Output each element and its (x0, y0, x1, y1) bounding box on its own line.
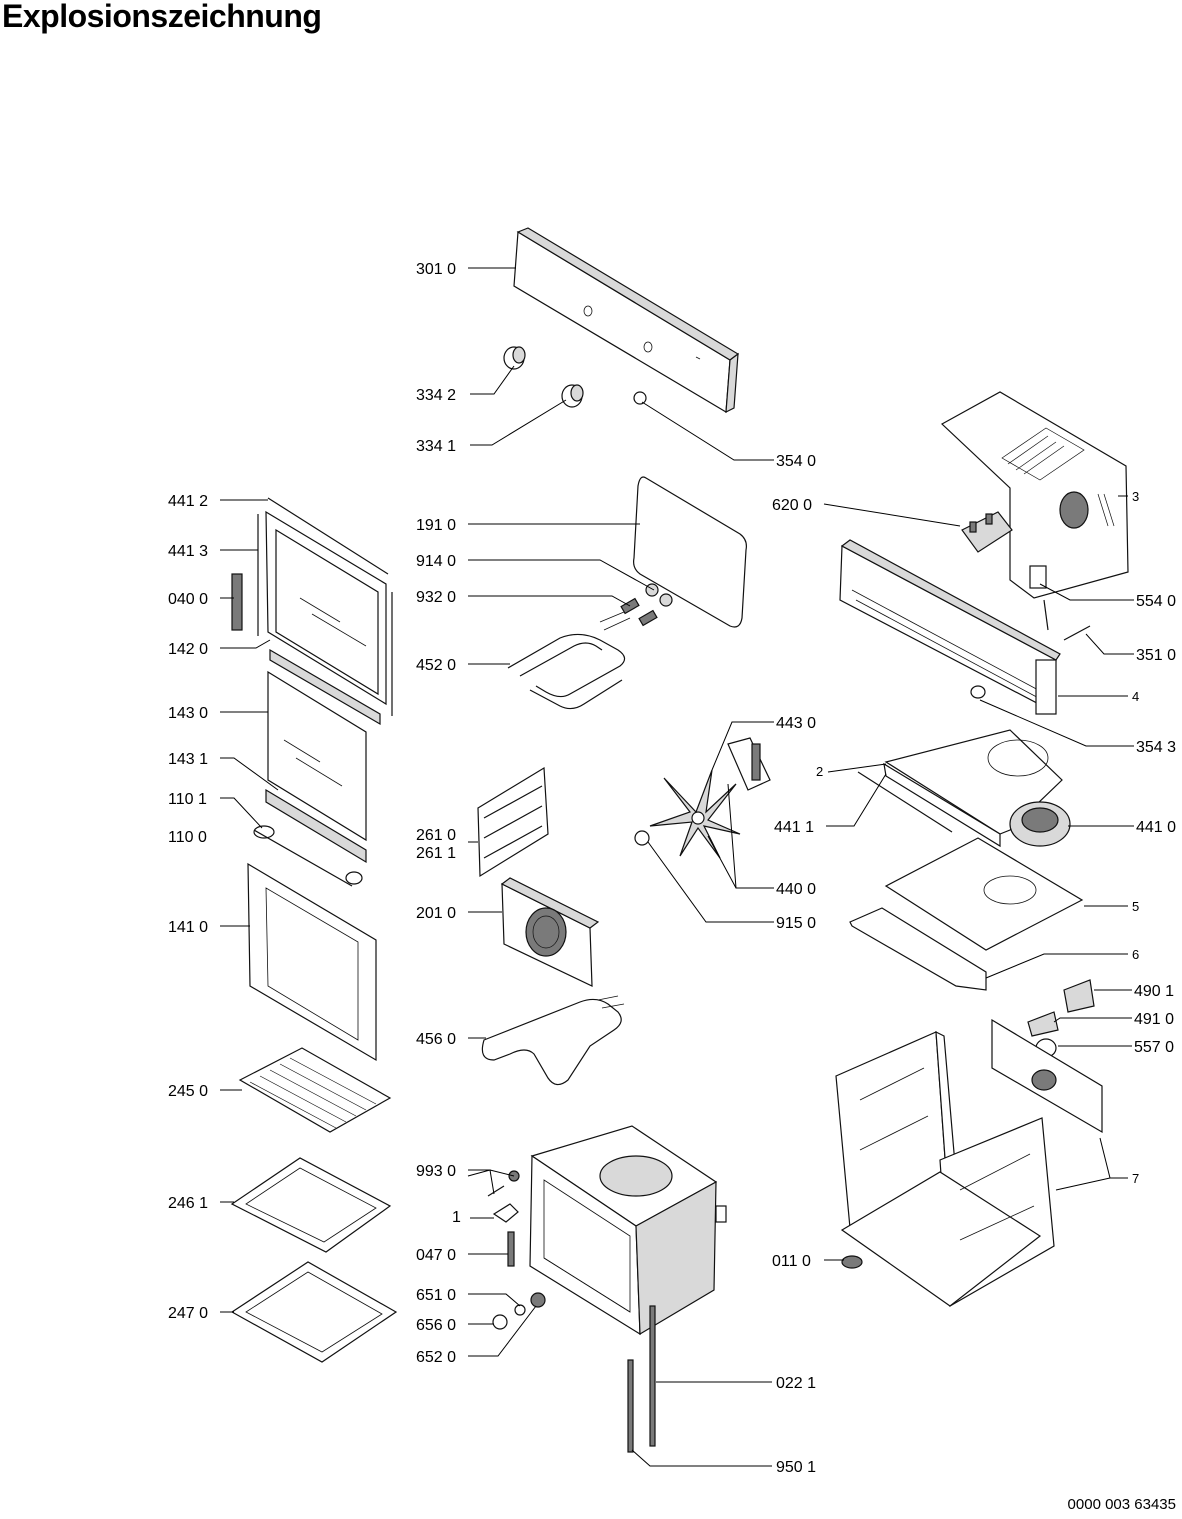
part-baking-tray-flat (230, 1157, 392, 1253)
callout-label: 1 (452, 1209, 461, 1226)
callout-label: 456 0 (416, 1031, 456, 1048)
part-door-gasket (633, 476, 747, 628)
callout-label: 5 (1132, 899, 1139, 914)
callout-label: 110 0 (168, 829, 207, 846)
callout-label: 620 0 (772, 497, 812, 514)
callout-label: 245 0 (168, 1083, 208, 1100)
callout-label: 011 0 (772, 1253, 811, 1270)
callout-label: 652 0 (416, 1349, 456, 1366)
callout-label: 047 0 (416, 1247, 456, 1264)
part-seal-strips (627, 1305, 656, 1453)
callout-label: 490 1 (1134, 983, 1174, 1000)
callout-label: 201 0 (416, 905, 456, 922)
callout-label: 932 0 (416, 589, 456, 606)
callout-label: 261 0 (416, 827, 456, 844)
callout-label: 656 0 (416, 1317, 456, 1334)
callout-label: 334 2 (416, 387, 456, 404)
callout-label: 354 3 (1136, 739, 1176, 756)
callout-label: 143 1 (168, 751, 208, 768)
callout-labels: 301 0 334 2 334 1 354 0 441 2 441 3 040 … (168, 261, 1176, 1476)
part-cavity-fittings (487, 1170, 546, 1330)
callout-label: 443 0 (776, 715, 816, 732)
part-thermostat-and-pin (1029, 565, 1091, 641)
callout-label: 3 (1132, 489, 1139, 504)
page-title: Explosionszeichnung (2, 0, 322, 34)
callout-label: 915 0 (776, 915, 816, 932)
part-electrical-components (1027, 979, 1095, 1058)
part-wire-rack (238, 1047, 392, 1133)
callout-label: 441 2 (168, 493, 208, 510)
callout-label: 040 0 (168, 591, 208, 608)
part-baking-tray-deep (230, 1261, 398, 1363)
part-rear-panel-top (940, 391, 1129, 599)
callout-label: 7 (1132, 1171, 1139, 1186)
callout-label: 441 1 (774, 819, 814, 836)
callout-label: 2 (816, 764, 823, 779)
callout-label: 110 1 (168, 791, 207, 808)
part-side-rails (477, 766, 549, 878)
part-fan-cover (500, 877, 600, 987)
part-knobs (503, 346, 647, 408)
callout-label: 993 0 (416, 1163, 456, 1180)
leader-lines (220, 267, 1134, 1467)
callout-label: 354 0 (776, 453, 816, 470)
callout-label: 4 (1132, 689, 1139, 704)
part-top-heating-element (507, 611, 631, 710)
part-switch-block (961, 511, 1013, 553)
part-control-panel (513, 227, 740, 414)
callout-label: 351 0 (1136, 647, 1176, 664)
callout-label: 6 (1132, 947, 1139, 962)
callout-label: 491 0 (1134, 1011, 1174, 1028)
part-bottom-heating-element (481, 995, 625, 1086)
part-front-frame (839, 539, 1061, 715)
part-door-group (231, 497, 393, 1062)
callout-label: 441 3 (168, 543, 208, 560)
part-drawings (230, 227, 1129, 1453)
part-bottom-plates (849, 837, 1084, 991)
callout-label: 142 0 (168, 641, 208, 658)
callout-label: 440 0 (776, 881, 816, 898)
callout-label: 247 0 (168, 1305, 208, 1322)
part-oven-cavity (529, 1125, 727, 1336)
part-cooling-fan-duct (857, 729, 1071, 848)
callout-label: 022 1 (776, 1375, 816, 1392)
callout-label: 246 1 (168, 1195, 208, 1212)
callout-label: 261 1 (416, 845, 456, 862)
callout-label: 334 1 (416, 438, 456, 455)
part-fan-motor (634, 737, 771, 859)
callout-label: 554 0 (1136, 593, 1176, 610)
callout-label: 301 0 (416, 261, 456, 278)
callout-label: 441 0 (1136, 819, 1176, 836)
callout-label: 141 0 (168, 919, 208, 936)
callout-label: 452 0 (416, 657, 456, 674)
part-outer-casing (835, 1018, 1103, 1308)
callout-label: 950 1 (776, 1459, 816, 1476)
callout-label: 651 0 (416, 1287, 456, 1304)
callout-label: 557 0 (1134, 1039, 1174, 1056)
callout-label: 191 0 (416, 517, 456, 534)
callout-label: 143 0 (168, 705, 208, 722)
callout-label: 914 0 (416, 553, 456, 570)
document-number: 0000 003 63435 (1067, 1496, 1176, 1513)
